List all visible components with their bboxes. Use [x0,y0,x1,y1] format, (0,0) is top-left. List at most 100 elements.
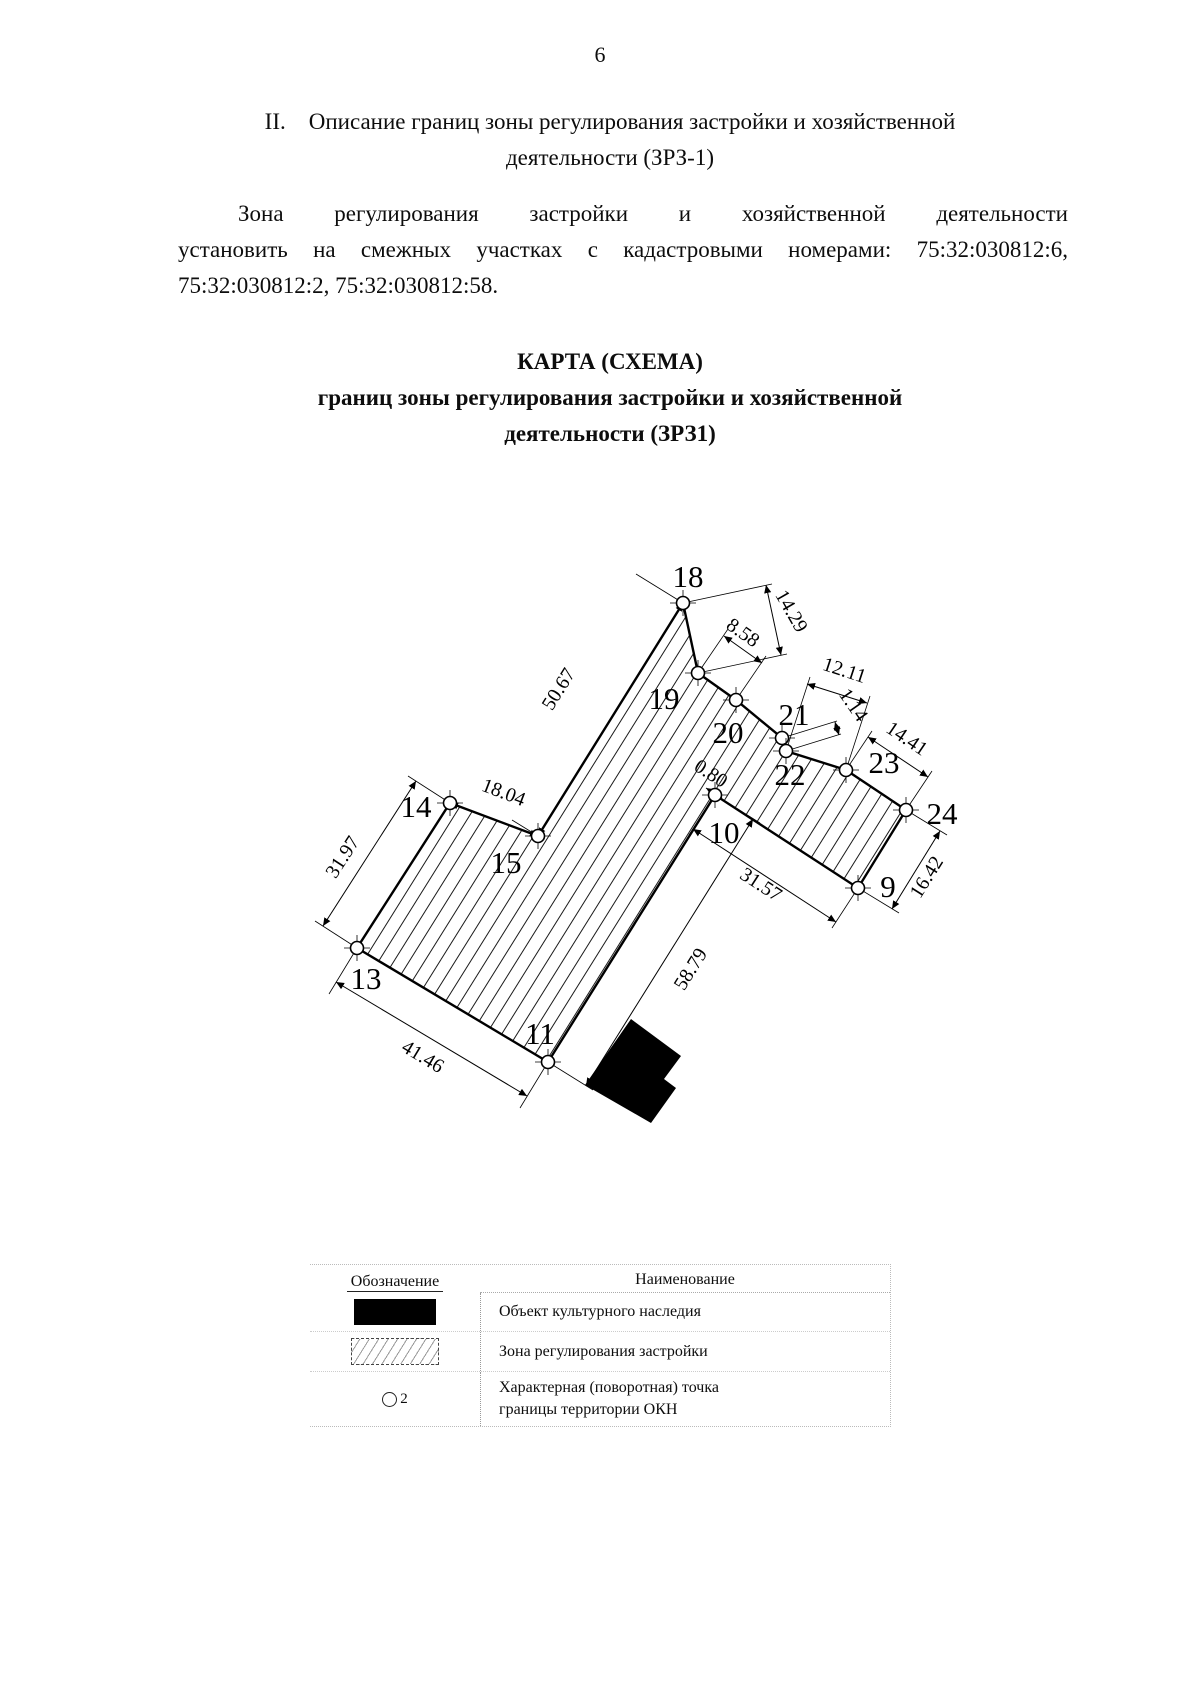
vertex-point-21 [774,730,790,746]
legend-header-row: Обозначение Наименование [310,1265,890,1293]
vertex-point-13 [349,940,365,956]
body-paragraph-line1: Зона регулирования застройки и хозяйстве… [238,201,1068,226]
dimension-line [723,635,763,664]
dimension-label: 8.58 [722,614,763,652]
dimension-line [322,780,417,927]
vertex-point-11 [540,1054,556,1070]
extension-line [328,947,358,995]
dimension-label: 1.14 [834,685,872,726]
extension-line [407,775,451,804]
dimension-line [764,584,783,656]
extension-line [714,794,761,824]
dimension-line [692,828,837,923]
point-label: 23 [869,745,900,780]
map-title-line2: границ зоны регулирования застройки и хо… [317,385,903,410]
dimension-label: 18.04 [479,774,529,811]
extension-line [845,730,873,771]
point-label: 9 [880,869,896,904]
dimension-line [335,981,528,1097]
section-heading-line2: деятельности (ЗРЗ-1) [505,145,714,170]
vertex-point-22 [778,743,794,759]
point-label: 15 [491,845,522,880]
section-heading-line1: II. Описание границ зоны регулирования з… [264,109,956,134]
dimension-line [449,802,539,837]
point-label: 11 [525,1016,555,1051]
dimension-line [891,830,941,910]
dimension-label: 31.97 [321,832,364,882]
page-number: 6 [594,42,606,67]
extension-line [785,733,842,752]
extension-line [314,920,358,949]
point-label: 21 [779,697,810,732]
body-paragraph-line3: 75:32:030812:2, 75:32:030812:58. [178,273,499,298]
zone-layer [355,599,908,1123]
legend-row-turning-point: 2 Характерная (поворотная) точка границы… [310,1372,890,1426]
dimension-line [806,683,868,704]
extension-line [697,653,788,674]
point-label: 14 [401,789,433,824]
extension-line [831,887,859,929]
extension-line [905,770,933,811]
legend-table: Обозначение Наименование Объект культурн… [310,1264,891,1427]
extension-line [905,809,948,836]
point-label: 20 [713,715,744,750]
point-label: 22 [775,757,806,792]
body-paragraph-line2: установить на смежных участках с кадастр… [178,237,1068,262]
vertex-point-10 [707,787,723,803]
dimension-label: 12.11 [820,653,869,688]
vertex-point-19 [690,665,706,681]
vertex-point-15 [530,828,546,844]
regulation-zone-swatch [351,1338,439,1365]
legend-row-regulation-zone: Зона регулирования застройки [310,1332,890,1372]
vertex-point-23 [838,762,854,778]
extension-line [519,1061,549,1109]
vertex-point-14 [442,795,458,811]
dimension-line [867,736,929,778]
turning-point-symbol: 2 [382,1391,408,1408]
map-title: КАРТА (СХЕМА) границ зоны регулирования … [150,344,1070,452]
section-heading: II. Описание границ зоны регулирования з… [150,104,1070,176]
body-paragraph: Зона регулирования застройки и хозяйстве… [178,196,1068,304]
extension-line [781,720,838,739]
building-footprint [585,1019,681,1123]
dimension-label: 31.57 [736,863,786,906]
extension-line [845,695,871,771]
legend-label: Объект культурного наследия [499,1303,701,1320]
legend-header-symbol-label: Обозначение [346,1273,444,1292]
legend-label: Характерная (поворотная) точка границы т… [499,1379,719,1418]
vertex-point-9 [850,880,866,896]
heritage-object-swatch [354,1299,436,1325]
extension-line [547,1061,594,1091]
point-label: 24 [927,796,959,831]
legend-symbol-cell [310,1293,481,1331]
dimension-label: 41.46 [398,1036,448,1078]
point-label: 19 [649,681,680,716]
dimension-label: 14.29 [770,586,812,636]
extension-line [682,583,773,604]
point-label: 10 [709,815,740,850]
point-label: 13 [351,961,382,996]
vertex-point-18 [675,595,691,611]
extension-line [635,573,684,604]
legend-row-heritage-object: Объект культурного наследия [310,1293,890,1332]
vertex-point-20 [728,692,744,708]
turning-point-circle-icon [382,1391,398,1407]
legend-header-symbol: Обозначение [310,1267,480,1293]
vertex-point-24 [898,802,914,818]
extension-line [697,628,729,674]
dimension-label: 58.79 [670,944,713,994]
map-title-line3: деятельности (ЗРЗ1) [504,421,716,446]
turning-point-number: 2 [400,1390,408,1407]
map-title-line1: КАРТА (СХЕМА) [517,349,703,374]
dimension-line [833,721,841,736]
dimension-label: 50.67 [538,664,581,714]
dimension-line [537,602,684,837]
point-label: 18 [673,559,704,594]
legend-symbol-cell [310,1332,481,1371]
legend-header-name: Наименование [480,1265,890,1293]
extension-line [688,794,716,836]
point-layer: 18 19 20 21 22 23 24 9 10 11 13 14 15 [344,559,958,1075]
extension-line [785,676,811,752]
